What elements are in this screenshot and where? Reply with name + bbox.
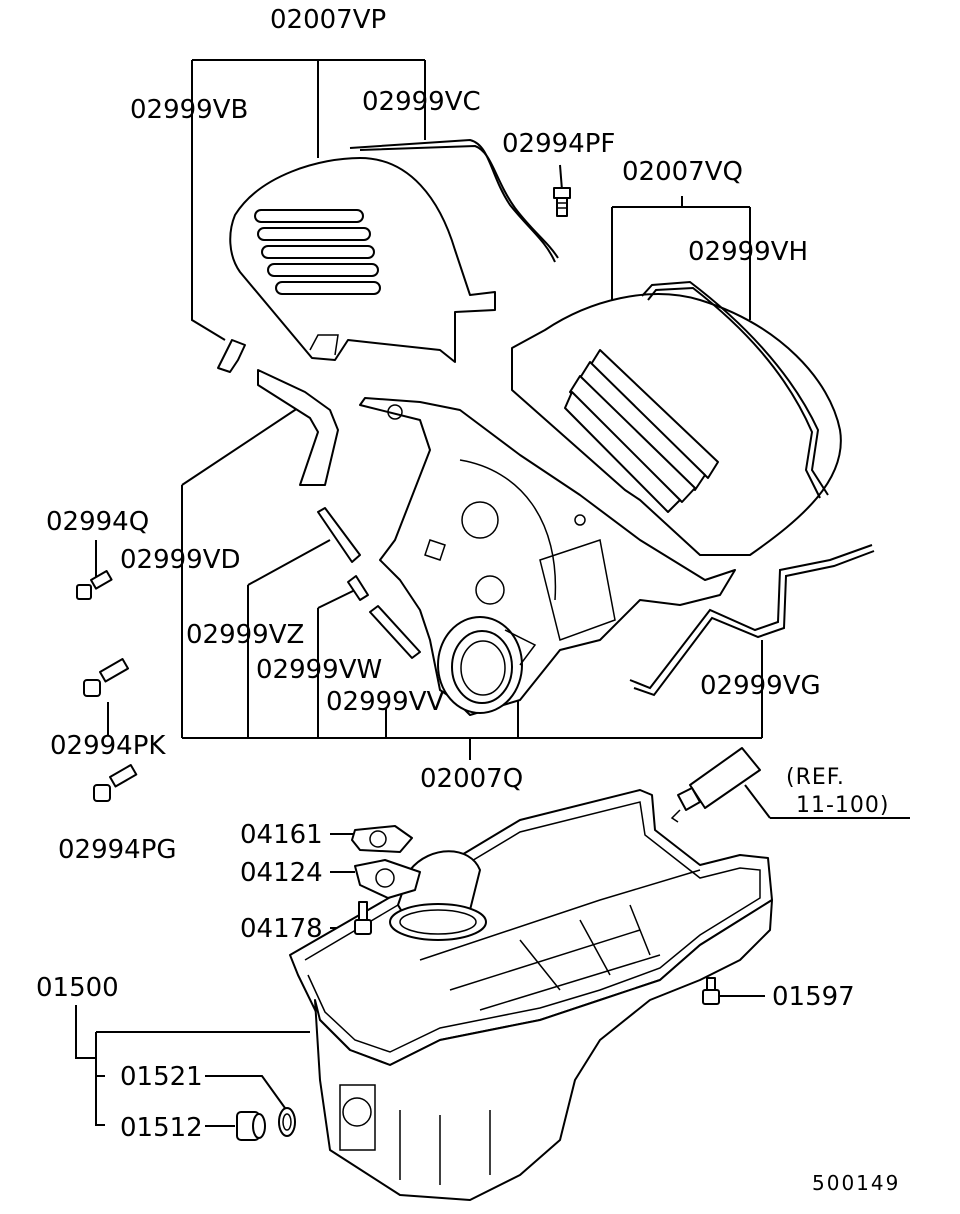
label-02999vh: 02999VH bbox=[688, 237, 808, 267]
seal-02999vc bbox=[349, 138, 556, 263]
seal-02999vv bbox=[369, 605, 421, 659]
label-02999vv: 02999VV bbox=[326, 687, 444, 717]
seal-02999vd bbox=[257, 369, 339, 486]
oil-pan bbox=[289, 789, 773, 1201]
label-02999vz: 02999VZ bbox=[186, 620, 304, 650]
seal-02999vb bbox=[217, 339, 246, 373]
oil-strainer bbox=[389, 850, 487, 941]
seal-02999vz bbox=[317, 507, 361, 563]
seal-02999vg bbox=[629, 544, 873, 690]
washer-01521-icon bbox=[278, 1107, 296, 1137]
label-02999vc: 02999VC bbox=[362, 87, 481, 117]
label-02999vb: 02999VB bbox=[130, 95, 248, 125]
label-01500: 01500 bbox=[36, 973, 119, 1003]
label-02999vg: 02999VG bbox=[700, 671, 821, 701]
bolt-02994q-icon bbox=[76, 570, 113, 600]
label-02007vp: 02007VP bbox=[270, 5, 386, 35]
sealant-tube-icon bbox=[670, 747, 761, 823]
front-oil-seal bbox=[437, 616, 537, 714]
label-02994q: 02994Q bbox=[46, 507, 149, 537]
label-02999vw: 02999VW bbox=[256, 655, 382, 685]
flange-04124 bbox=[354, 859, 421, 899]
label-02994pk: 02994PK bbox=[50, 731, 166, 761]
label-02999vd: 02999VD bbox=[120, 545, 241, 575]
label-01521: 01521 bbox=[120, 1062, 203, 1092]
drain-bolt-01597-icon bbox=[702, 977, 720, 1005]
label-02007q: 02007Q bbox=[420, 764, 523, 794]
label-01597: 01597 bbox=[772, 982, 855, 1012]
label-01512: 01512 bbox=[120, 1113, 203, 1143]
reference-line-2: 11-100) bbox=[796, 793, 890, 818]
seal-02999vh bbox=[641, 280, 829, 496]
gasket-04161 bbox=[351, 825, 413, 853]
reference-line-1: (REF. bbox=[786, 765, 845, 790]
drain-plug-01512-icon bbox=[236, 1111, 266, 1141]
label-04161: 04161 bbox=[240, 820, 323, 850]
bolt-04178-icon bbox=[354, 901, 372, 935]
part-labels: 02007VP 02999VB 02999VC 02994PF 02007VQ … bbox=[36, 5, 900, 1195]
upper-timing-cover-rear bbox=[511, 293, 842, 556]
label-02994pf: 02994PF bbox=[502, 129, 615, 159]
label-02994pg: 02994PG bbox=[58, 835, 177, 865]
seal-02999vw bbox=[347, 575, 369, 601]
label-04124: 04124 bbox=[240, 858, 323, 888]
label-02007vq: 02007VQ bbox=[622, 157, 743, 187]
bolt-02994pg-icon bbox=[93, 764, 138, 802]
bolt-02994pf-icon bbox=[553, 187, 571, 217]
upper-timing-cover-front bbox=[229, 157, 496, 363]
diagram-code: 500149 bbox=[812, 1171, 900, 1195]
bolt-02994pk-icon bbox=[83, 658, 130, 697]
label-04178: 04178 bbox=[240, 914, 323, 944]
